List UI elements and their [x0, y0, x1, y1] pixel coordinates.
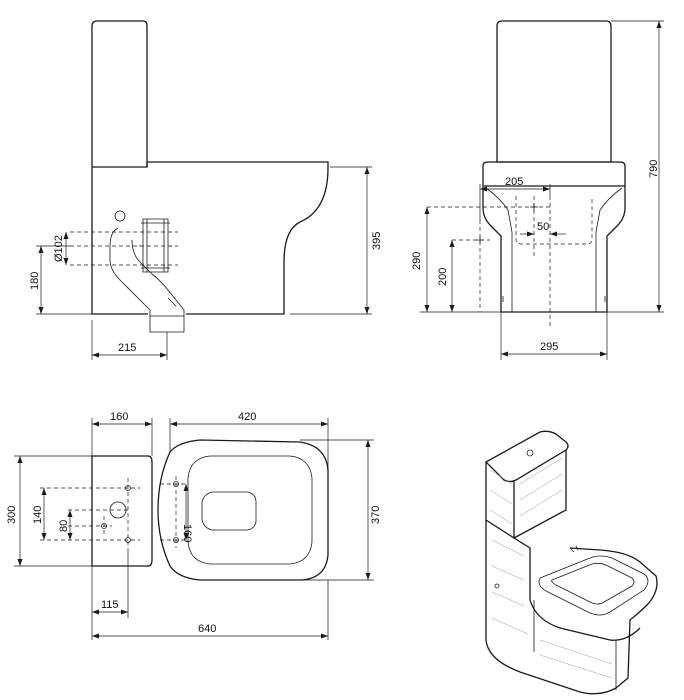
plan-seat-holes-dimension: 160	[181, 524, 193, 542]
perspective-cistern-body	[485, 450, 567, 540]
perspective-pan-body	[485, 520, 658, 695]
perspective-shading	[489, 457, 613, 679]
front-fixing-height-1-dimension: 290	[411, 252, 423, 270]
perspective-view	[484, 430, 658, 695]
side-cistern-outline	[91, 20, 148, 167]
side-outlet-height-dimension: 180	[29, 272, 41, 290]
plan-cistern-depth-dimension: 160	[110, 411, 128, 423]
side-center-lines	[70, 231, 178, 266]
side-pipe-flange	[139, 222, 172, 269]
plan-pan-width-dimension: 370	[370, 506, 382, 524]
side-inlet-hole	[114, 210, 126, 222]
side-view: 215 395 180 Ø102	[29, 20, 383, 360]
side-pipe-diameter-dimension: Ø102	[53, 235, 65, 262]
front-total-extension-lines	[607, 20, 664, 313]
plan-total-length-dimension: 640	[198, 623, 216, 635]
plan-hole-spacing-1-dimension: 140	[32, 506, 44, 524]
plan-hole-spacing-2-dimension: 80	[58, 520, 70, 532]
plan-pan-length-dimension: 420	[238, 411, 256, 423]
front-fixing-spacing-dimension: 205	[505, 176, 523, 188]
front-pan-contour	[485, 187, 623, 312]
front-pan-outline	[482, 161, 626, 313]
perspective-bowl-inner	[551, 562, 635, 605]
side-pan-outline	[91, 161, 329, 315]
side-extension-lines	[91, 320, 168, 360]
front-total-height-dimension: 790	[648, 160, 660, 178]
plan-seat-outline	[187, 455, 313, 565]
front-view: 205 50 290 200 295 790	[411, 20, 664, 360]
front-center-lines	[427, 196, 552, 326]
plan-inlet-offset-dimension: 115	[101, 599, 119, 611]
plan-view: 160 420 300 140 80 160 370 115 640	[6, 411, 382, 640]
front-fixing-points	[476, 203, 538, 244]
front-fixing-height-2-dimension: 200	[437, 268, 449, 286]
plan-bowl-opening	[201, 491, 257, 531]
perspective-fixing-hole	[494, 583, 500, 589]
front-offset-dimension: 50	[537, 221, 549, 233]
front-floor-fixings	[502, 296, 606, 302]
plan-pan-width-extension	[300, 439, 374, 581]
side-outlet-pipe	[109, 218, 185, 333]
plan-cistern-width-dimension: 300	[6, 506, 18, 524]
plan-cistern-width-extension	[14, 455, 92, 567]
perspective-bowl-rim	[538, 555, 649, 616]
side-height-dimension: 395	[371, 232, 383, 250]
side-height-extension-lines	[290, 166, 372, 315]
perspective-pan-edges	[533, 600, 617, 690]
front-cistern-outline	[496, 20, 612, 163]
plan-inlet-extension	[91, 552, 129, 640]
front-hidden-trap	[515, 196, 593, 245]
front-width-dimension: 295	[540, 341, 558, 353]
front-spacing-extension-lines	[479, 184, 551, 220]
perspective-seat-hinges	[569, 545, 579, 553]
plan-center-lines	[40, 476, 188, 552]
plan-cistern-outline	[91, 455, 153, 567]
side-width-dimension: 215	[118, 342, 136, 354]
plan-pan-length-extension	[169, 418, 329, 470]
plan-pan-outline	[157, 439, 329, 581]
perspective-flush-button	[526, 449, 534, 457]
perspective-cistern-top	[484, 430, 569, 483]
